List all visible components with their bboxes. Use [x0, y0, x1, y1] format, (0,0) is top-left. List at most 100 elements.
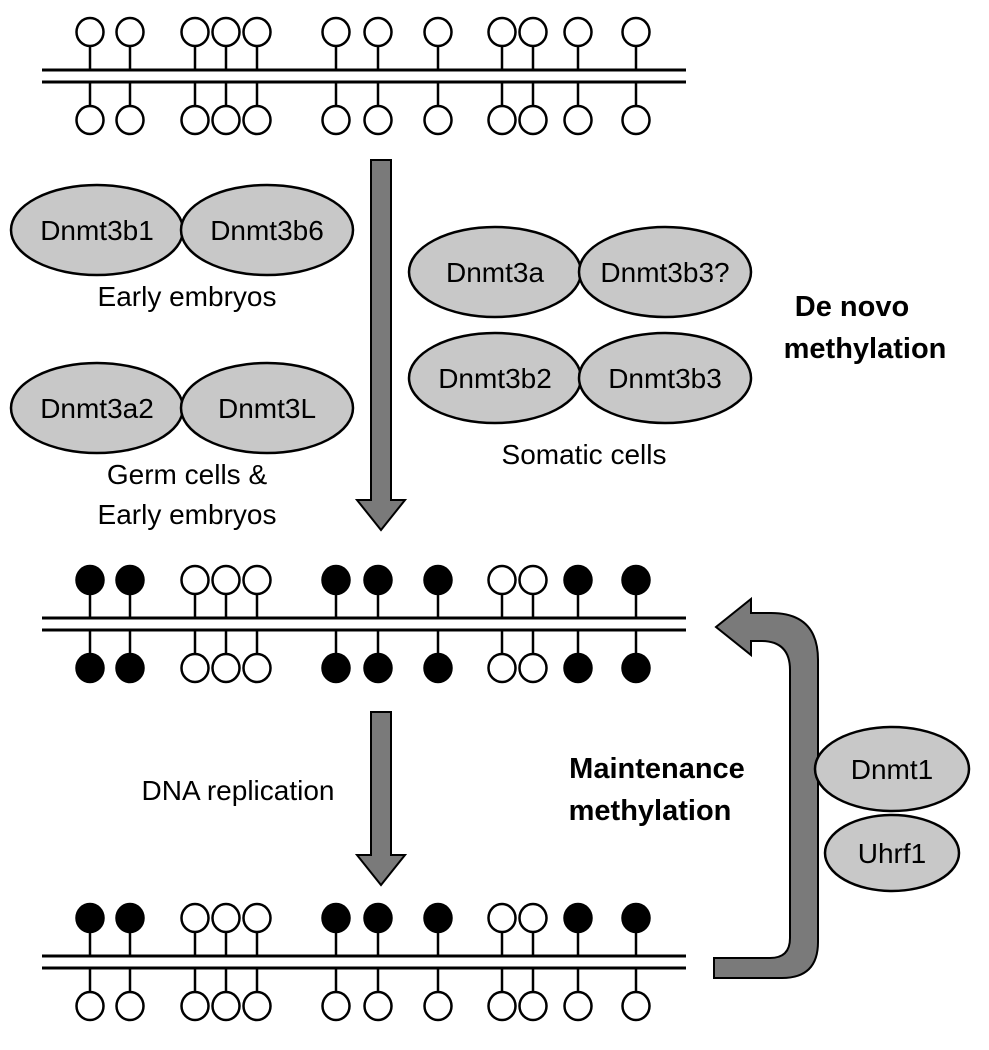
unmethylated-cpg-bottom: [242, 104, 272, 136]
methylated-cpg-top: [115, 564, 145, 596]
unmethylated-cpg-top: [75, 16, 105, 48]
caption-germ-cells-line2: Early embryos: [98, 499, 277, 530]
label-dnmt3a: Dnmt3a: [446, 257, 544, 288]
methylated-cpg-bottom: [115, 652, 145, 684]
unmethylated-cpg-top: [242, 902, 272, 934]
label-dnmt3b3-question: Dnmt3b3?: [600, 257, 729, 288]
unmethylated-cpg-bottom: [180, 104, 210, 136]
unmethylated-cpg-top: [621, 16, 651, 48]
unmethylated-cpg-bottom: [621, 104, 651, 136]
enzyme-dnmt3l: [179, 361, 355, 455]
methylated-cpg-top: [621, 902, 651, 934]
methylated-cpg-top: [321, 902, 351, 934]
unmethylated-cpg-bottom: [180, 652, 210, 684]
unmethylated-cpg-bottom: [363, 990, 393, 1022]
enzyme-dnmt3b3: [577, 331, 753, 425]
unmethylated-cpg-bottom: [115, 990, 145, 1022]
dna-replication-label: DNA replication: [142, 775, 335, 806]
unmethylated-cpg-bottom: [423, 990, 453, 1022]
unmethylated-cpg-bottom: [563, 104, 593, 136]
unmethylated-cpg-bottom: [242, 990, 272, 1022]
hemimethylated-dna: [42, 902, 686, 1022]
unmethylated-cpg-bottom: [518, 990, 548, 1022]
unmethylated-cpg-top: [487, 564, 517, 596]
enzyme-dnmt3b6: [179, 183, 355, 277]
methylated-cpg-top: [115, 902, 145, 934]
caption-germ-cells-line1: Germ cells &: [107, 459, 268, 490]
methylated-cpg-top: [423, 564, 453, 596]
unmethylated-cpg-top: [321, 16, 351, 48]
unmethylated-cpg-bottom: [211, 652, 241, 684]
unmethylated-cpg-bottom: [487, 104, 517, 136]
fully-methylated-dna: [42, 564, 686, 684]
unmethylated-cpg-top: [423, 16, 453, 48]
methylated-cpg-top: [563, 564, 593, 596]
unmethylated-cpg-top: [211, 564, 241, 596]
methylated-cpg-top: [321, 564, 351, 596]
label-dnmt1: Dnmt1: [851, 754, 933, 785]
unmethylated-cpg-bottom: [242, 652, 272, 684]
enzyme-dnmt3b3-question: [577, 225, 753, 319]
methylated-cpg-bottom: [75, 652, 105, 684]
enzyme-uhrf1: [823, 813, 961, 893]
unmethylated-cpg-bottom: [518, 104, 548, 136]
maintenance-label-line1: Maintenance: [569, 753, 745, 785]
methylated-cpg-top: [75, 564, 105, 596]
caption-somatic-cells: Somatic cells: [502, 439, 667, 470]
caption-early-embryos: Early embryos: [98, 281, 277, 312]
unmethylated-cpg-bottom: [363, 104, 393, 136]
unmethylated-cpg-top: [115, 16, 145, 48]
maintenance-label-line2: methylation: [569, 795, 732, 827]
methylated-cpg-bottom: [563, 652, 593, 684]
de-novo-label-line2: methylation: [784, 333, 947, 365]
unmethylated-cpg-top: [563, 16, 593, 48]
unmethylated-cpg-bottom: [75, 990, 105, 1022]
label-dnmt3b6: Dnmt3b6: [210, 215, 324, 246]
enzyme-dnmt1: [813, 725, 971, 813]
unmethylated-cpg-bottom: [211, 104, 241, 136]
methylated-cpg-top: [363, 564, 393, 596]
unmethylated-dna: [42, 16, 686, 136]
unmethylated-cpg-top: [487, 902, 517, 934]
unmethylated-cpg-bottom: [621, 990, 651, 1022]
unmethylated-cpg-top: [363, 16, 393, 48]
unmethylated-cpg-top: [180, 564, 210, 596]
unmethylated-cpg-top: [518, 564, 548, 596]
methylated-cpg-top: [563, 902, 593, 934]
methylated-cpg-top: [423, 902, 453, 934]
label-dnmt3b3: Dnmt3b3: [608, 363, 722, 394]
replication-arrow: [354, 711, 408, 887]
unmethylated-cpg-bottom: [75, 104, 105, 136]
de-novo-label-line1: De novo: [795, 291, 909, 323]
methylated-cpg-bottom: [363, 652, 393, 684]
label-dnmt3b2: Dnmt3b2: [438, 363, 552, 394]
unmethylated-cpg-bottom: [211, 990, 241, 1022]
unmethylated-cpg-top: [518, 16, 548, 48]
unmethylated-cpg-top: [487, 16, 517, 48]
methylated-cpg-bottom: [423, 652, 453, 684]
unmethylated-cpg-top: [242, 16, 272, 48]
methylated-cpg-bottom: [321, 652, 351, 684]
maintenance-arrow: [713, 596, 819, 979]
unmethylated-cpg-top: [518, 902, 548, 934]
methylated-cpg-top: [75, 902, 105, 934]
label-uhrf1: Uhrf1: [858, 838, 926, 869]
unmethylated-cpg-bottom: [487, 652, 517, 684]
unmethylated-cpg-bottom: [487, 990, 517, 1022]
unmethylated-cpg-top: [180, 902, 210, 934]
unmethylated-cpg-bottom: [115, 104, 145, 136]
unmethylated-cpg-bottom: [321, 990, 351, 1022]
unmethylated-cpg-top: [180, 16, 210, 48]
unmethylated-cpg-top: [242, 564, 272, 596]
methylated-cpg-top: [621, 564, 651, 596]
de-novo-arrow: [354, 159, 408, 532]
unmethylated-cpg-bottom: [518, 652, 548, 684]
methylated-cpg-top: [363, 902, 393, 934]
methylated-cpg-bottom: [621, 652, 651, 684]
unmethylated-cpg-bottom: [180, 990, 210, 1022]
label-dnmt3a2: Dnmt3a2: [40, 393, 154, 424]
label-dnmt3l: Dnmt3L: [218, 393, 316, 424]
unmethylated-cpg-bottom: [423, 104, 453, 136]
unmethylated-cpg-top: [211, 902, 241, 934]
